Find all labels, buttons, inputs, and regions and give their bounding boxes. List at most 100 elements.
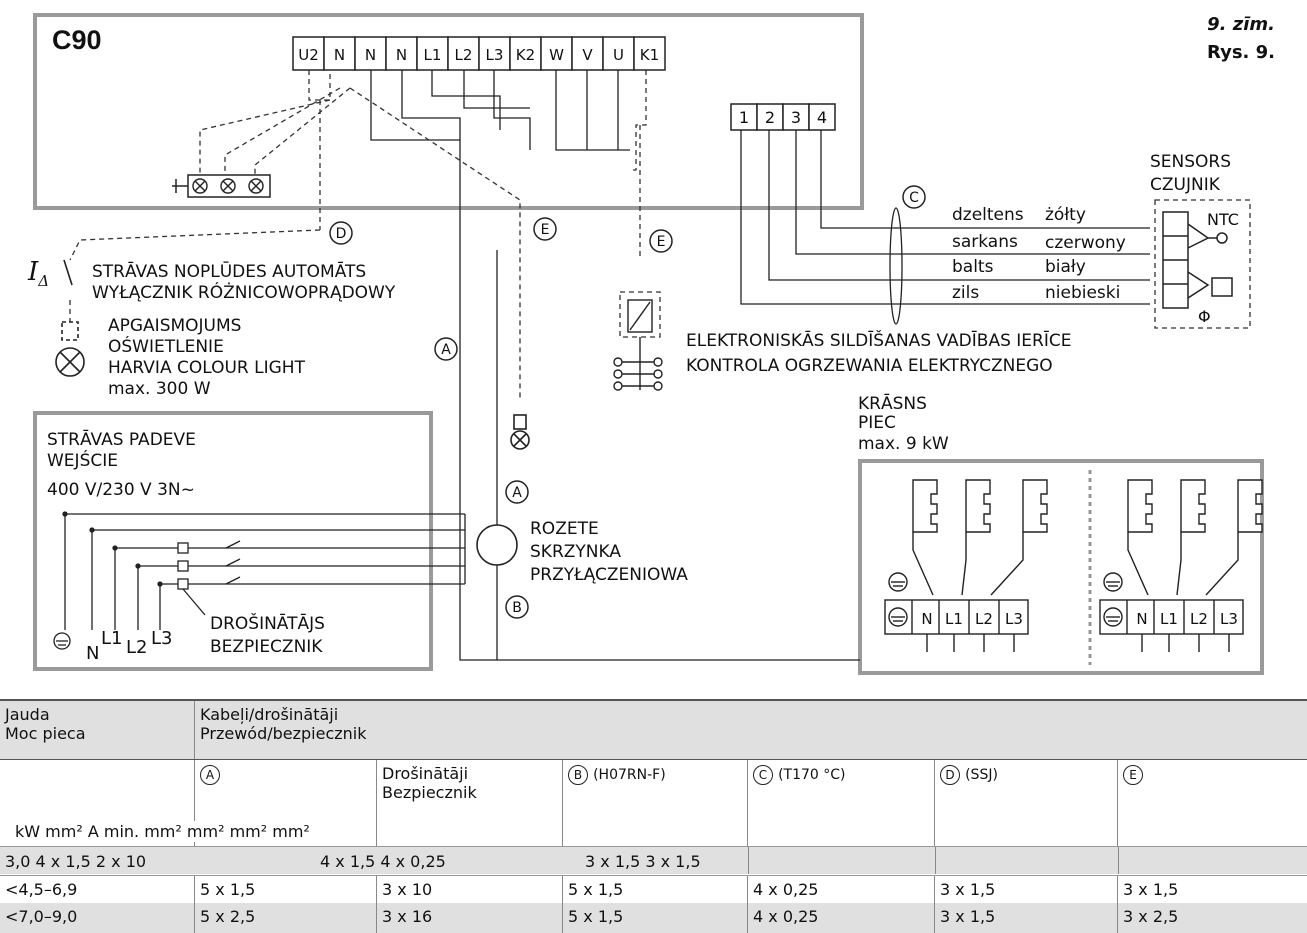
wire-pl-3: biały	[1045, 257, 1086, 277]
light-name: HARVIA COLOUR LIGHT	[108, 358, 305, 378]
cell: 4 x 0,25	[748, 876, 935, 904]
sensor-terminal	[808, 103, 836, 131]
terminal-label: U2	[298, 46, 319, 64]
table-row: 3,0 4 x 1,5 2 x 10 4 x 1,5 4 x 0,25 3 x …	[0, 847, 1307, 874]
terminal-n	[354, 36, 387, 71]
supply-voltage: 400 V/230 V 3N~	[47, 480, 195, 500]
heating-element	[1127, 479, 1153, 533]
sensor-title-lv: SENSORS	[1150, 152, 1232, 172]
figure-label-lv: 9. zīm.	[1207, 14, 1275, 35]
terminal-label: V	[582, 46, 593, 64]
cell: 3 x 1,5	[935, 903, 1118, 933]
marker-label: E	[541, 222, 550, 238]
heating-element	[1180, 479, 1206, 533]
subheader-b: B (H07RN-F)	[563, 760, 748, 846]
marker-label: D	[336, 226, 347, 242]
table-row: <4,5–6,9 5 x 1,5 3 x 10 5 x 1,5 4 x 0,25…	[0, 875, 1307, 904]
stove-max: max. 9 kW	[858, 434, 949, 454]
box-label-lv: ROZETE	[530, 519, 599, 539]
rcd-label-pl: WYŁĄCZNIK RÓŻNICOWOPRĄDOWY	[92, 283, 396, 303]
heating-element	[912, 479, 938, 533]
marker-e-icon	[533, 217, 557, 241]
row1-part2: 4 x 1,5 4 x 0,25	[320, 852, 446, 871]
terminal-label: U	[613, 46, 624, 64]
subheader-c: C (T170 °C)	[748, 760, 935, 846]
wire-lv-2: sarkans	[952, 232, 1018, 252]
supply-label-lv: STRĀVAS PADEVE	[47, 430, 196, 450]
marker-label: A	[512, 485, 522, 501]
stove-label-lv: KRĀSNS	[858, 394, 927, 414]
wire-pl-4: niebieski	[1045, 283, 1121, 303]
controller-box	[33, 13, 864, 210]
terminal-label: W	[549, 46, 564, 64]
sensor-terminal	[756, 103, 784, 131]
ntc-label: NTC	[1207, 210, 1239, 229]
fuse-label-pl: BEZPIECZNIK	[210, 637, 323, 657]
cell: 3 x 1,5	[935, 876, 1118, 904]
marker-c-icon	[902, 185, 926, 209]
cell: 5 x 1,5	[195, 876, 377, 904]
stove-terminal-label: L3	[1005, 610, 1023, 628]
terminal-k1	[633, 36, 666, 71]
sensor-terminal-label: 4	[817, 108, 827, 127]
cell: 3 x 10	[377, 876, 563, 904]
terminal-l3	[478, 36, 511, 71]
terminal-label: L1	[424, 46, 442, 64]
terminal-n	[323, 36, 356, 71]
rcd-label-lv: STRĀVAS NOPLŪDES AUTOMĀTS	[92, 262, 367, 282]
stove-terminal-label: N	[1136, 610, 1147, 628]
cell: 4 x 0,25	[748, 903, 935, 933]
stove-terminal-block	[884, 599, 1029, 635]
marker-a-icon	[434, 337, 458, 361]
ground-terminal-icon	[220, 178, 236, 194]
subheader-blank	[0, 760, 195, 846]
marker-label: A	[441, 342, 451, 358]
supply-term-l2: L2	[126, 637, 148, 658]
wire-pl-1: żółty	[1045, 205, 1086, 225]
stove-terminal-block	[1099, 599, 1244, 635]
terminal-label: L2	[455, 46, 473, 64]
heat-control-pl: KONTROLA OGRZEWANIA ELEKTRYCZNEGO	[686, 356, 1053, 376]
marker-e-icon	[649, 229, 673, 253]
subheader-d: D (SSJ)	[935, 760, 1118, 846]
terminal-l2	[447, 36, 480, 71]
cell: 3 x 1,5	[1123, 880, 1179, 899]
sensor-terminal-label: 2	[765, 108, 775, 127]
light-max: max. 300 W	[108, 379, 211, 399]
marker-b-icon	[505, 595, 529, 619]
terminal-label: L3	[486, 46, 504, 64]
subheader-a: A	[195, 760, 377, 846]
figure-label-pl: Rys. 9.	[1207, 42, 1275, 63]
marker-label: B	[512, 600, 522, 616]
cell: <7,0–9,0	[0, 903, 195, 933]
stove-terminal-label: L1	[945, 610, 963, 628]
wire-lv-1: dzeltens	[952, 205, 1024, 225]
supply-term-n: N	[86, 643, 100, 664]
sensor-terminal-label: 3	[791, 108, 801, 127]
phi-label: Φ	[1198, 307, 1211, 326]
marker-label: E	[657, 234, 666, 250]
fuse-label-lv: DROŠINĀTĀJS	[210, 614, 325, 634]
terminal-label: N	[334, 46, 345, 64]
wire-lv-4: zils	[952, 283, 980, 303]
stove-terminal-label: L2	[975, 610, 993, 628]
heat-control-lv: ELEKTRONISKĀS SILDĪŠANAS VADĪBAS IERĪCE	[686, 331, 1072, 351]
row1-part1: 3,0 4 x 1,5 2 x 10	[5, 852, 147, 871]
supply-term-l1: L1	[101, 628, 123, 649]
units-row: kW mm² A min. mm² mm² mm² mm²	[15, 821, 310, 842]
cell: 5 x 1,5	[563, 876, 748, 904]
heating-element	[965, 479, 991, 533]
stove-terminal-label: L1	[1160, 610, 1178, 628]
marker-label: C	[909, 190, 919, 206]
rcd-symbol: IΔ	[28, 257, 50, 291]
cell: 3 x 2,5	[1123, 907, 1179, 926]
supply-term-l3: L3	[151, 628, 173, 649]
row1-part3: 3 x 1,5 3 x 1,5	[585, 852, 701, 871]
